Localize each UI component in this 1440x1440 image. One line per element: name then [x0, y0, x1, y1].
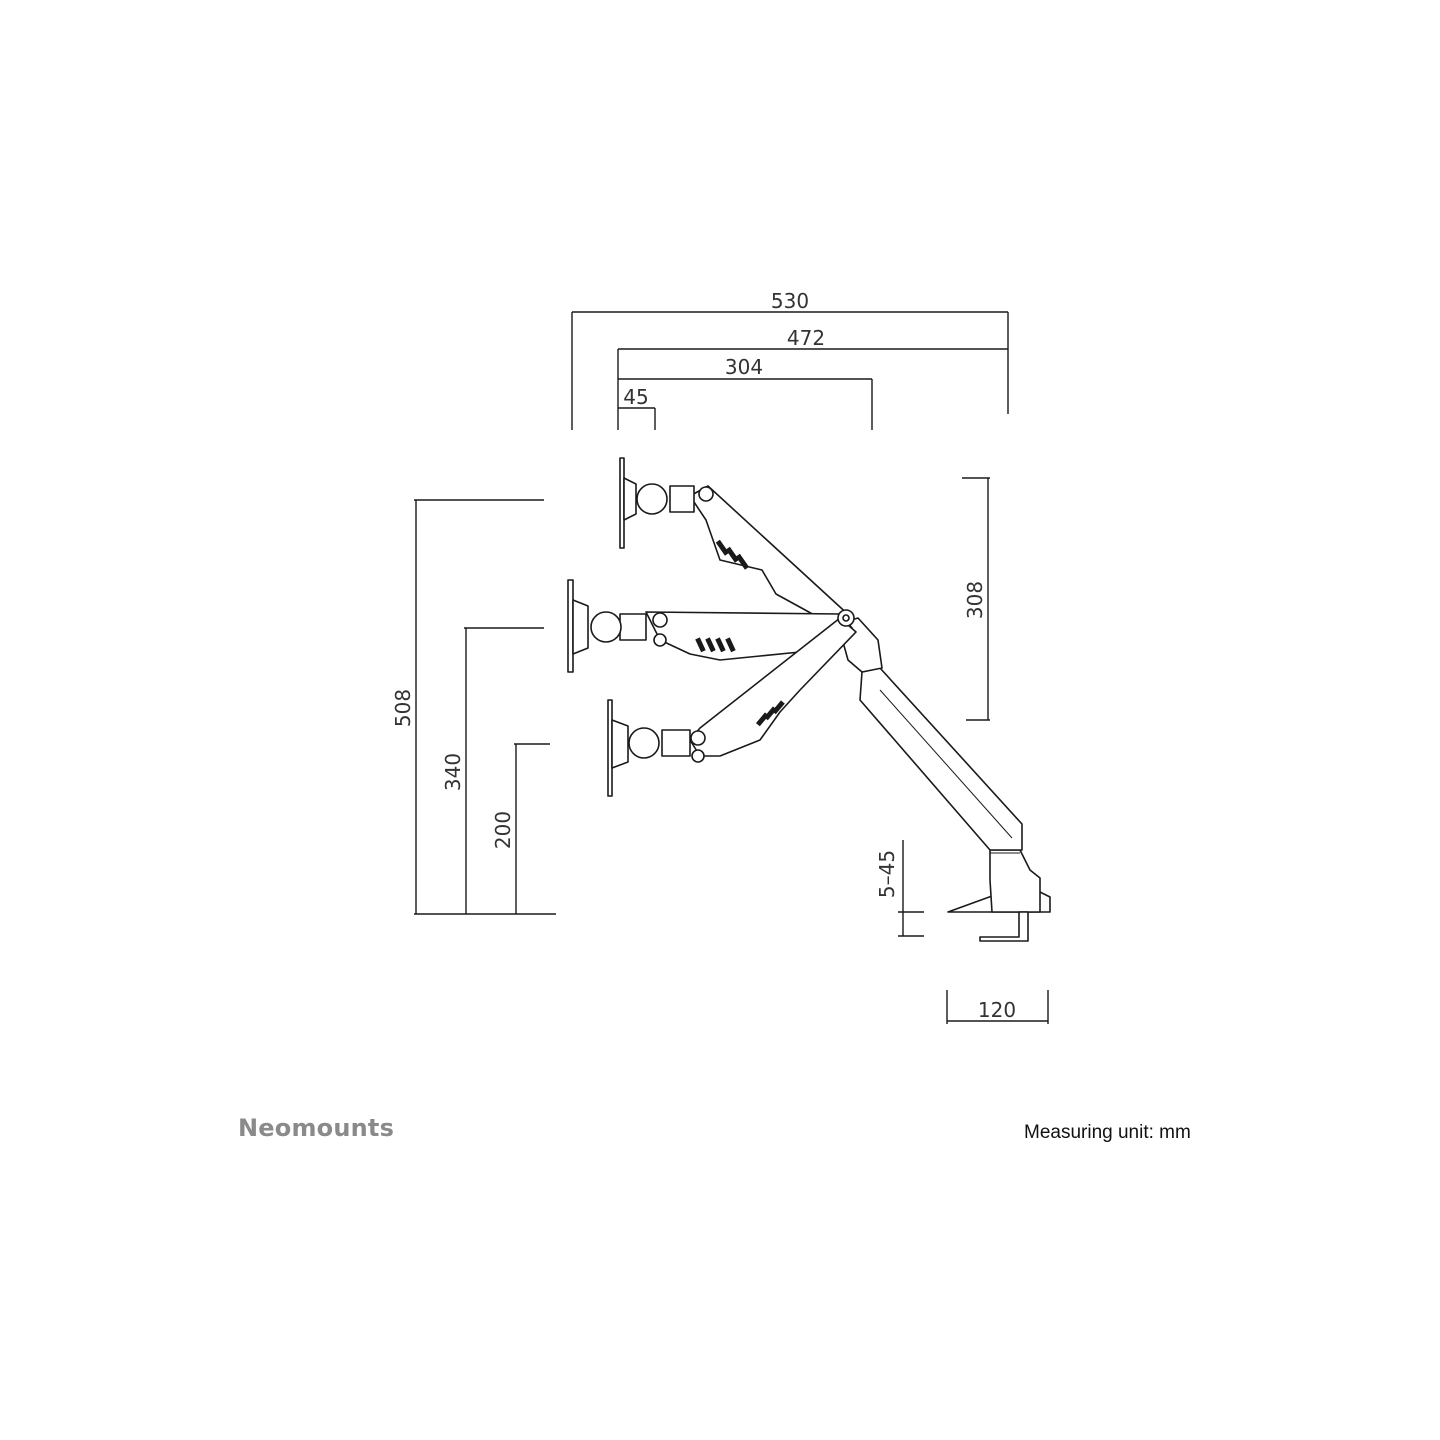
- dim-label-340: 340: [441, 753, 465, 791]
- dim-label-508: 508: [391, 689, 415, 727]
- dimension-308: 308: [962, 477, 990, 721]
- dimension-200: 200: [491, 743, 550, 914]
- dimension-45: 45: [618, 385, 656, 430]
- dimension-530: 530: [571, 289, 1009, 430]
- dim-label-45: 45: [623, 385, 648, 409]
- brand-logo: Neomounts: [238, 1114, 395, 1142]
- dim-label-200: 200: [491, 811, 515, 849]
- monitor-arm-illustration: [567, 457, 1051, 942]
- dimension-472: 472: [617, 326, 1008, 430]
- dim-label-472: 472: [787, 326, 825, 350]
- dim-label-308: 308: [963, 581, 987, 619]
- dim-label-120: 120: [978, 998, 1016, 1022]
- dimension-120: 120: [946, 990, 1049, 1024]
- dim-label-304: 304: [725, 355, 763, 379]
- dimension-508: 508: [391, 499, 544, 914]
- dimension-5-45: 5–45: [875, 840, 924, 937]
- dimension-304: 304: [618, 355, 873, 430]
- dim-label-530: 530: [771, 289, 809, 313]
- measuring-unit-label: Measuring unit: mm: [1024, 1122, 1191, 1143]
- dim-label-5-45: 5–45: [875, 850, 899, 898]
- dimension-340: 340: [441, 627, 544, 914]
